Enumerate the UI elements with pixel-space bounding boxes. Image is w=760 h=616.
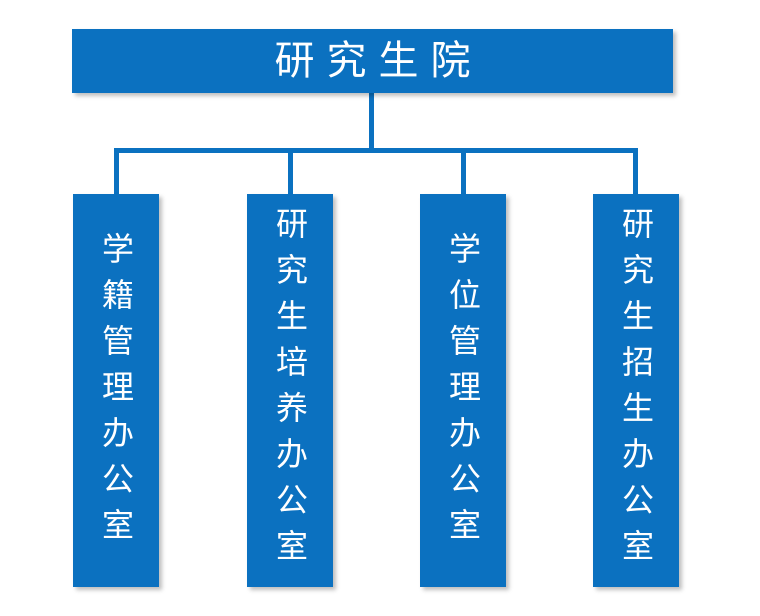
child-node-student-records: 学籍管理办公室 <box>73 194 159 587</box>
connector-trunk <box>369 93 374 150</box>
child-node-label: 学籍管理办公室 <box>97 231 135 554</box>
connector-horizontal-bar <box>114 148 638 153</box>
child-node-label: 学位管理办公室 <box>444 231 482 554</box>
connector-drop <box>288 148 293 194</box>
child-node-label: 研究生培养办公室 <box>271 206 309 575</box>
connector-drop <box>633 148 638 194</box>
child-node-degree-management: 学位管理办公室 <box>420 194 506 587</box>
child-node-label: 研究生招生办公室 <box>617 206 655 575</box>
child-node-graduate-training: 研究生培养办公室 <box>247 194 333 587</box>
connector-drop <box>461 148 466 194</box>
child-node-graduate-admissions: 研究生招生办公室 <box>593 194 679 587</box>
connector-drop <box>114 148 119 194</box>
root-node: 研究生院 <box>72 29 673 93</box>
root-node-label: 研究生院 <box>274 38 483 84</box>
